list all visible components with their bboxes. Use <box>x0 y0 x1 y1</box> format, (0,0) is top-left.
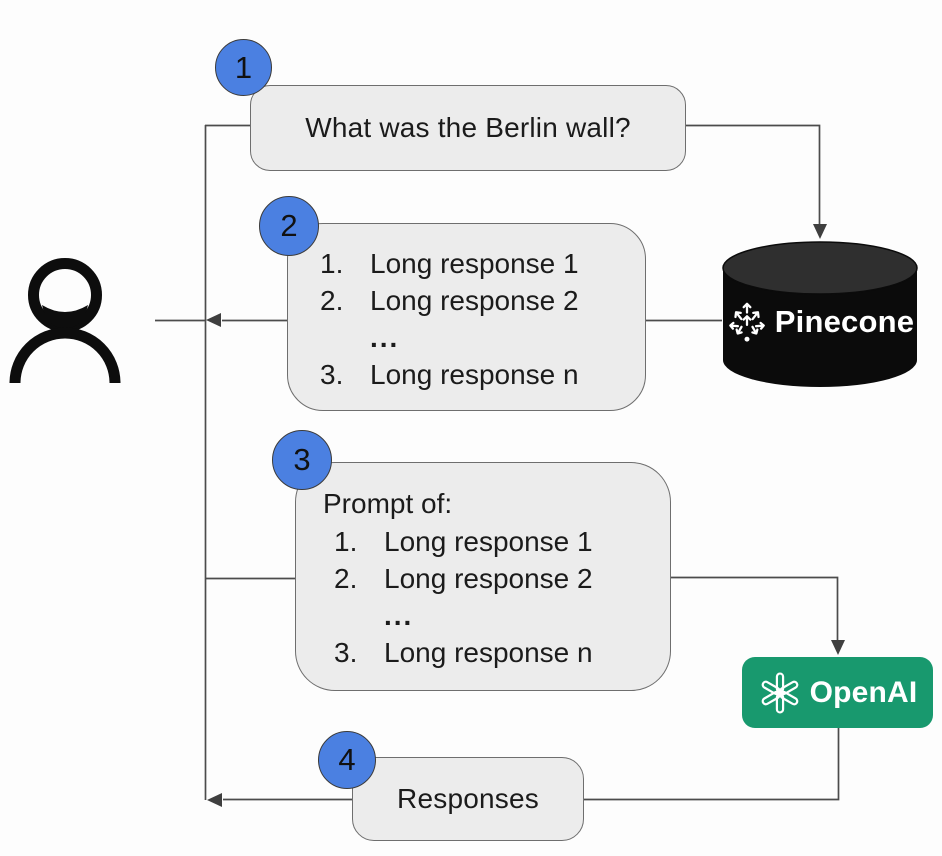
pinecone-logo: Pinecone <box>722 299 918 345</box>
person-icon <box>9 258 121 384</box>
arrowhead-into-pinecone <box>813 224 827 239</box>
pinecone-logo-icon <box>728 302 765 342</box>
list-marker: 3. <box>320 359 344 390</box>
list-marker: 2. <box>334 563 358 594</box>
responses-bubble: Responses <box>352 757 584 841</box>
list-item-ellipsis: ... <box>296 597 670 634</box>
list-marker: 3. <box>334 637 358 668</box>
list-text: ... <box>384 600 414 631</box>
openai-logo-icon <box>761 671 798 714</box>
list-item: 1. Long response 1 <box>296 523 670 560</box>
database-cylinder <box>722 241 918 387</box>
list-text: Long response n <box>384 637 593 668</box>
list-item: 3. Long response n <box>288 356 645 393</box>
step-4-badge: 4 <box>318 731 376 789</box>
list-text: Long response 2 <box>384 563 593 594</box>
list-text: Long response 1 <box>384 526 593 557</box>
arrowhead-to-user-bottom <box>207 793 222 807</box>
list-item: 3. Long response n <box>296 634 670 671</box>
list-marker: 2. <box>320 285 344 316</box>
step-4-number: 4 <box>338 742 356 777</box>
list-marker <box>296 597 384 634</box>
list-text: ... <box>370 322 400 353</box>
list-marker <box>288 319 370 356</box>
step-3-badge: 3 <box>272 430 332 490</box>
arrowhead-into-openai <box>831 640 845 655</box>
prompt-title: Prompt of: <box>323 488 453 519</box>
arrowhead-to-user-mid <box>206 313 221 327</box>
list-marker: 1. <box>320 248 344 279</box>
prompt-to-openai-line <box>670 576 839 642</box>
pinecone-label: Pinecone <box>774 304 915 339</box>
query-to-pinecone-line <box>685 124 821 226</box>
list-text: Long response 2 <box>370 285 579 316</box>
step-1-badge: 1 <box>215 39 272 96</box>
retrieved-responses-bubble: 1. Long response 1 2. Long response 2 ..… <box>287 223 646 411</box>
query-text: What was the Berlin wall? <box>305 112 631 143</box>
openai-node: OpenAI <box>742 657 933 728</box>
prompt-bubble: Prompt of: 1. Long response 1 2. Long re… <box>295 462 671 691</box>
list-text: Long response n <box>370 359 579 390</box>
list-marker: 1. <box>334 526 358 557</box>
responses-text: Responses <box>397 783 539 814</box>
list-text: Long response 1 <box>370 248 579 279</box>
list-item: 2. Long response 2 <box>296 560 670 597</box>
openai-label: OpenAI <box>809 675 918 709</box>
query-bubble: What was the Berlin wall? <box>250 85 686 171</box>
step-3-number: 3 <box>293 442 311 477</box>
pinecone-database-node: Pinecone <box>722 241 918 388</box>
step-2-badge: 2 <box>259 196 319 256</box>
list-item: 1. Long response 1 <box>288 245 645 282</box>
step-1-number: 1 <box>234 49 253 85</box>
step-2-number: 2 <box>280 208 298 243</box>
list-item-ellipsis: ... <box>288 319 645 356</box>
list-item: 2. Long response 2 <box>288 282 645 319</box>
